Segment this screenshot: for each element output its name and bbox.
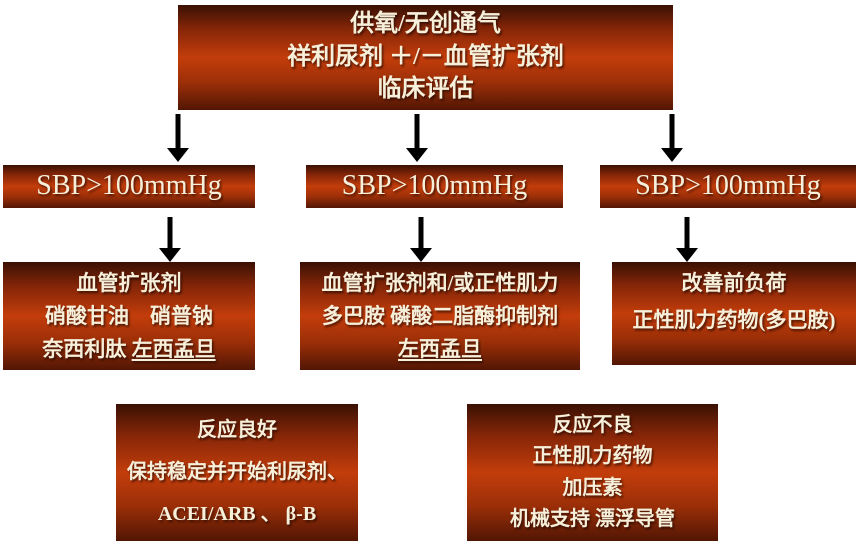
- arrow-stem: [418, 217, 424, 248]
- arrow-sbp-middle-to-treatment: [410, 217, 432, 262]
- arrow-sbp-left-to-treatment: [159, 217, 181, 262]
- top-box-line-oxygen: 供氧/无创通气: [350, 11, 501, 38]
- arrow-top-to-sbp-right: [661, 114, 683, 162]
- treat-left-line-1: 血管扩张剂: [76, 270, 182, 295]
- arrow-top-to-sbp-middle: [406, 114, 428, 162]
- treat-left-line-3: 奈西利肽 左西孟旦: [42, 337, 215, 361]
- arrow-stem: [414, 114, 420, 148]
- top-box-line-assessment: 临床评估: [377, 76, 474, 103]
- treat-middle-line-3: 左西孟旦: [398, 337, 482, 361]
- response-good-line-1: 反应良好: [197, 419, 277, 442]
- sbp-middle-label: SBP>100mmHg: [341, 170, 528, 202]
- response-good-line-3: ACEI/ARB 、 β-B: [157, 502, 317, 525]
- arrow-stem: [175, 114, 181, 148]
- arrow-stem: [167, 217, 173, 248]
- arrow-stem: [684, 217, 690, 248]
- box-initial-treatment: 供氧/无创通气 祥利尿剂 ＋/－血管扩张剂 临床评估: [178, 5, 673, 110]
- response-poor-line-1: 反应不良: [552, 414, 633, 437]
- response-poor-line-2: 正性肌力药物: [532, 445, 653, 468]
- box-treatment-vasodilator-inotrope: 血管扩张剂和/或正性肌力 多巴胺 磷酸二脂酶抑制剂 左西孟旦: [300, 262, 580, 370]
- arrow-head-icon: [661, 148, 683, 162]
- treat-middle-line-1: 血管扩张剂和/或正性肌力: [321, 270, 559, 295]
- treat-right-line-1: 改善前负荷: [681, 271, 787, 295]
- arrow-sbp-right-to-treatment: [676, 217, 698, 262]
- response-good-line-2: 保持稳定并开始利尿剂、: [127, 460, 347, 483]
- box-treatment-vasodilators: 血管扩张剂 硝酸甘油 硝普钠 奈西利肽 左西孟旦: [3, 262, 255, 370]
- arrow-top-to-sbp-left: [167, 114, 189, 162]
- response-poor-line-4: 机械支持 漂浮导管: [510, 507, 675, 530]
- sbp-left-label: SBP>100mmHg: [36, 170, 222, 202]
- box-sbp-right: SBP>100mmHg: [600, 165, 856, 208]
- arrow-stem: [669, 114, 675, 148]
- box-sbp-middle: SBP>100mmHg: [306, 165, 563, 208]
- box-response-good: 反应良好 保持稳定并开始利尿剂、 ACEI/ARB 、 β-B: [116, 404, 358, 541]
- box-sbp-left: SBP>100mmHg: [3, 165, 255, 208]
- box-treatment-preload: 改善前负荷 正性肌力药物(多巴胺): [612, 262, 856, 365]
- arrow-head-icon: [159, 248, 181, 262]
- arrow-head-icon: [410, 248, 432, 262]
- arrow-head-icon: [406, 148, 428, 162]
- treat-middle-line-2: 多巴胺 磷酸二脂酶抑制剂: [321, 303, 559, 328]
- treat-middle-line-3-underlined: 左西孟旦: [398, 337, 482, 362]
- sbp-right-label: SBP>100mmHg: [635, 170, 821, 202]
- response-poor-line-3: 加压素: [562, 476, 623, 499]
- treat-left-line-3-underlined: 左西孟旦: [131, 337, 216, 362]
- treat-left-line-2: 硝酸甘油 硝普钠: [45, 303, 213, 328]
- arrow-head-icon: [167, 148, 189, 162]
- arrow-head-icon: [676, 248, 698, 262]
- treat-right-line-2: 正性肌力药物(多巴胺): [632, 308, 836, 333]
- treat-left-line-3-plain: 奈西利肽: [42, 337, 132, 362]
- top-box-line-diuretic: 祥利尿剂 ＋/－血管扩张剂: [287, 43, 564, 70]
- box-response-poor: 反应不良 正性肌力药物 加压素 机械支持 漂浮导管: [467, 404, 718, 541]
